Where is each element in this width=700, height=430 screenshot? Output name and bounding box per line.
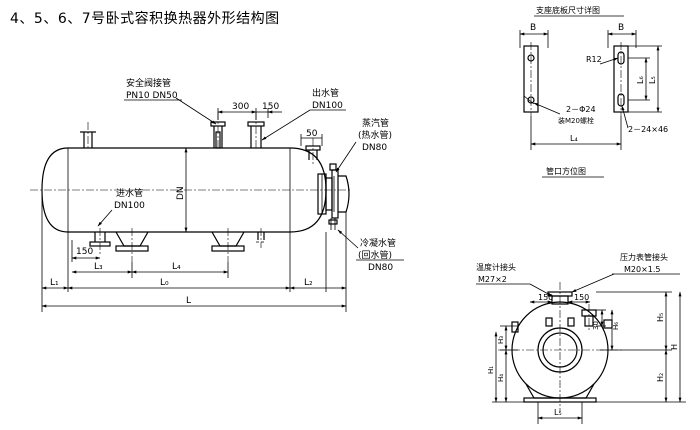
left-support [115, 228, 149, 262]
outlet-leader [261, 109, 311, 141]
dim-300-label: 300 [232, 102, 249, 112]
safety-valve-spec: PN10 DN50 [126, 91, 178, 101]
b-left-label: B [530, 23, 536, 33]
l1-label: L₁ [50, 278, 59, 288]
inlet-nozzle [89, 228, 111, 256]
condensate-leader [337, 229, 359, 249]
tube-bundle-flange [317, 163, 350, 230]
steam-spec: DN80 [362, 143, 387, 153]
dim-50-label: 50 [306, 129, 318, 139]
gauge-label: 压力表管接头 [620, 252, 668, 262]
dim-top-nozzles [217, 108, 282, 120]
gauge-spec: M20×1.5 [624, 265, 661, 274]
safety-valve-label: 安全阀接管 [126, 77, 171, 89]
thermometer-label: 温度计接头 [476, 262, 516, 272]
bolt-note-label: 装M20螺栓 [558, 116, 594, 125]
outlet-spec: DN100 [312, 101, 343, 111]
b-right-label: B [618, 23, 624, 33]
nozzle-orientation-view: 管口方位图 温度计接头 M27×2 压力表管接头 M20×1.5 [476, 166, 686, 424]
h1-label: H₁ [487, 366, 495, 374]
l-label: L [186, 296, 191, 306]
l0-label: L₀ [160, 278, 169, 288]
nozzle-view-title: 管口方位图 [546, 166, 586, 176]
dim-150-top-label: 150 [262, 102, 279, 112]
dim-30-label: 30 [592, 321, 600, 330]
inlet-spec: DN100 [114, 201, 145, 211]
condensate-spec: DN80 [368, 263, 393, 273]
drain-nozzle [256, 228, 266, 248]
outlet-label: 出水管 [312, 87, 339, 99]
h5-label: H₅ [656, 313, 665, 322]
l6-label: L₆ [636, 76, 645, 84]
l4-label: L₄ [172, 262, 181, 272]
page-title: 4、5、6、7号卧式容积换热器外形结构图 [10, 11, 280, 27]
inlet-leader [97, 209, 113, 227]
thermometer-spec: M27×2 [478, 275, 507, 284]
dim-150a-label: 150 [538, 293, 553, 302]
h6-label: H₆ [612, 322, 620, 330]
vent-nozzle [305, 138, 321, 164]
outlet-nozzle [247, 112, 265, 150]
right-support [211, 228, 245, 262]
dn-label: DN [176, 186, 186, 200]
bolt-hole-label: 2－Φ24 [566, 105, 596, 114]
dim-150-bottom-label: 150 [76, 247, 93, 257]
steam-sub: (热水管) [358, 129, 392, 141]
h2-label: H₂ [656, 373, 665, 382]
r12-label: R12 [586, 55, 602, 64]
steam-label: 蒸汽管 [362, 117, 389, 129]
l5-label: L₅ [648, 76, 657, 84]
steam-leader [335, 141, 357, 173]
condensate-sub: (回水管) [358, 249, 392, 261]
l3-label: L₃ [94, 262, 103, 272]
support-detail-title: 支座底板尺寸详图 [536, 5, 600, 15]
support-l4-label: L₄ [570, 134, 578, 143]
support-plate-detail: 支座底板尺寸详图 B B R12 L₆ L₅ 2－Φ24 [519, 5, 668, 150]
main-vessel-view: 300 150 安全阀接管 PN10 DN50 出水管 DN100 50 蒸汽管… [30, 77, 404, 312]
nozzle-l5-label: L₅ [554, 408, 562, 417]
dim-150b-label: 150 [574, 293, 589, 302]
slot-label: 2－24×46 [628, 125, 668, 134]
safety-valve-leader [175, 97, 217, 125]
safety-valve-nozzle [210, 112, 226, 150]
h-label: H [670, 344, 679, 350]
h4-label: H₄ [497, 374, 505, 382]
inlet-label: 进水管 [116, 187, 143, 199]
l2-label: L₂ [304, 278, 313, 288]
condensate-label: 冷凝水管 [360, 237, 396, 249]
h3-label: H₃ [497, 336, 505, 344]
top-left-nozzle [80, 122, 96, 150]
